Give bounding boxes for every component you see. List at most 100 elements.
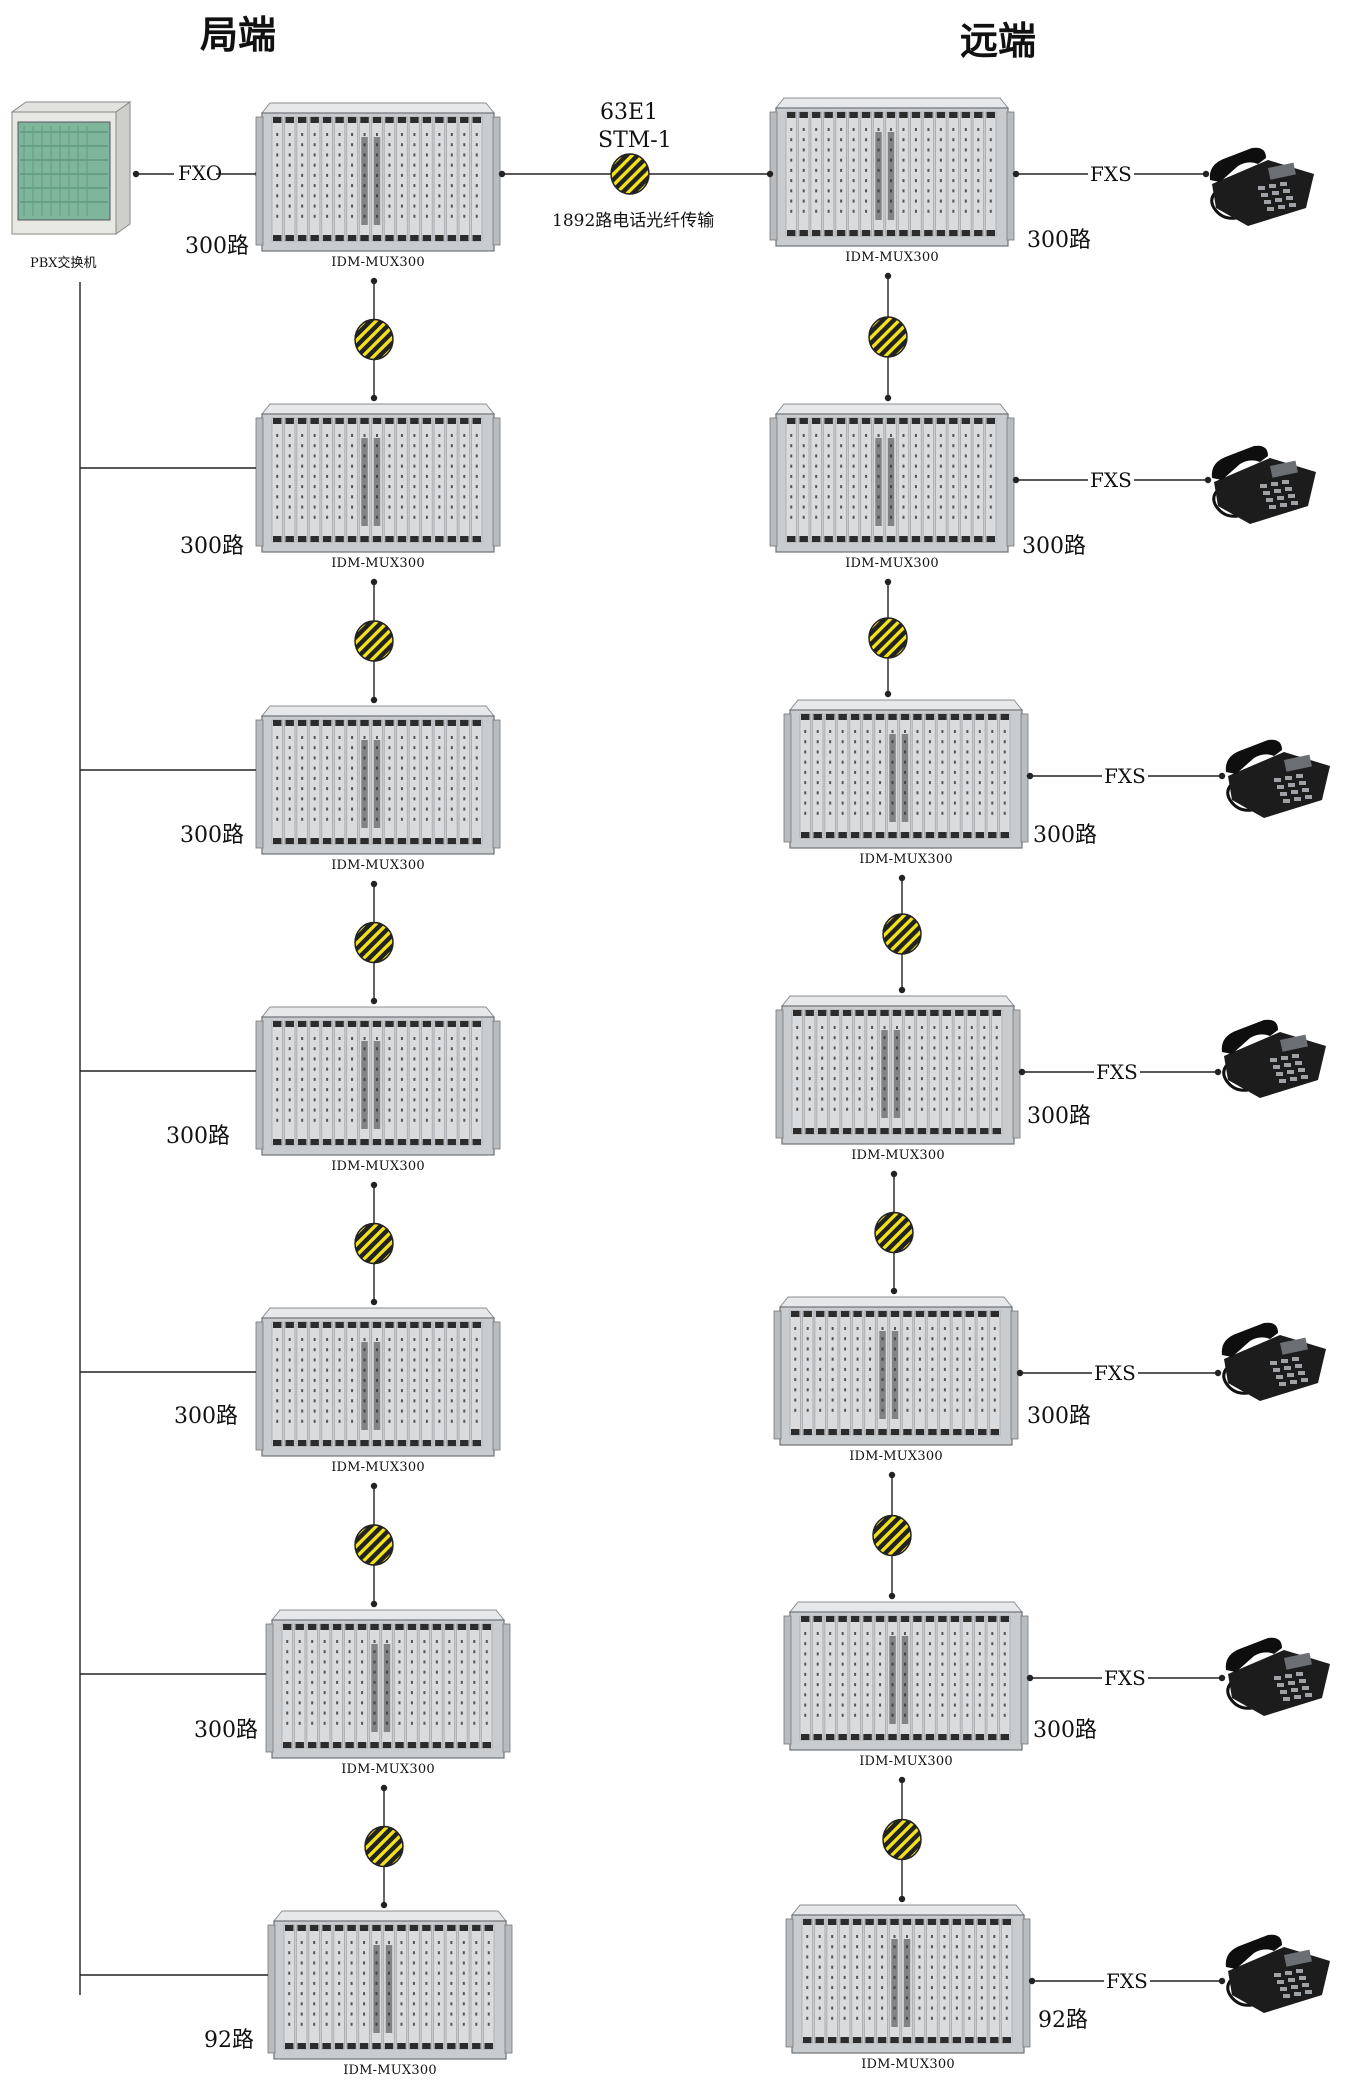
junction-dot <box>898 986 906 994</box>
remote-mux-model-label: IDM-MUX300 <box>849 1449 943 1464</box>
junction-dot <box>498 170 506 178</box>
local-side-header: 局端 <box>200 13 277 57</box>
junction-dot <box>1204 476 1212 484</box>
trunk-fiber-connector-icon <box>610 153 650 195</box>
junction-dot <box>898 874 906 882</box>
local-fiber-connector-icon <box>354 921 394 964</box>
junction-dot <box>898 1776 906 1784</box>
remote-channel-count: 300路 <box>1033 823 1097 848</box>
remote-mux-model-label: IDM-MUX300 <box>861 2057 955 2072</box>
remote-mux-chassis <box>773 1296 1019 1446</box>
remote-mux-model-label: IDM-MUX300 <box>845 556 939 571</box>
junction-dot <box>1018 1068 1026 1076</box>
junction-dot <box>1012 170 1020 178</box>
remote-mux-model-label: IDM-MUX300 <box>859 852 953 867</box>
junction-dot <box>1026 1674 1034 1682</box>
local-mux-model-label: IDM-MUX300 <box>331 1460 425 1475</box>
local-mux-chassis <box>255 705 501 855</box>
local-channel-count: 92路 <box>204 2028 254 2053</box>
desk-phone-icon <box>1211 445 1316 524</box>
local-mux-model-label: IDM-MUX300 <box>331 556 425 571</box>
junction-dot <box>1218 1674 1226 1682</box>
remote-fiber-connector-icon <box>874 1211 914 1254</box>
remote-mux-model-label: IDM-MUX300 <box>859 1754 953 1769</box>
local-mux-model-label: IDM-MUX300 <box>331 858 425 873</box>
junction-dot <box>884 272 892 280</box>
junction-dot <box>1012 476 1020 484</box>
local-mux-model-label: IDM-MUX300 <box>331 255 425 270</box>
junction-dot <box>884 394 892 402</box>
junction-dot <box>766 170 774 178</box>
remote-mux-chassis <box>783 1601 1029 1751</box>
trunk-note: 1892路电话光纤传输 <box>552 211 715 231</box>
remote-fiber-connector-icon <box>868 617 908 659</box>
fxo-label: FXO <box>176 161 225 185</box>
desk-phone-icon <box>1221 1019 1326 1098</box>
remote-mux-chassis <box>785 1904 1031 2054</box>
remote-fiber-connector-icon <box>872 1514 912 1557</box>
junction-dot <box>370 880 378 888</box>
local-fiber-connector-icon <box>354 620 394 662</box>
trunk-label-stm1: STM-1 <box>598 128 672 153</box>
junction-dot <box>370 1482 378 1490</box>
local-mux-chassis <box>255 102 501 252</box>
local-channel-count: 300路 <box>166 1124 230 1149</box>
junction-dot <box>370 1600 378 1608</box>
junction-dot <box>1026 772 1034 780</box>
remote-fiber-connector-icon <box>868 316 908 358</box>
junction-dot <box>370 1181 378 1189</box>
junction-dot <box>370 277 378 285</box>
junction-dot <box>884 578 892 586</box>
junction-dot <box>380 1784 388 1792</box>
remote-mux-chassis <box>769 97 1015 247</box>
remote-mux-chassis <box>775 995 1021 1145</box>
fxs-label: FXS <box>1088 162 1134 186</box>
local-mux-model-label: IDM-MUX300 <box>331 1159 425 1174</box>
junction-dot <box>888 1471 896 1479</box>
remote-mux-model-label: IDM-MUX300 <box>845 250 939 265</box>
junction-dot <box>1214 1068 1222 1076</box>
local-fiber-connector-icon <box>354 1222 394 1265</box>
local-channel-count: 300路 <box>185 234 249 259</box>
junction-dot <box>370 696 378 704</box>
remote-mux-model-label: IDM-MUX300 <box>851 1148 945 1163</box>
local-channel-count: 300路 <box>174 1404 238 1429</box>
remote-channel-count: 300路 <box>1027 1104 1091 1129</box>
remote-channel-count: 300路 <box>1033 1718 1097 1743</box>
local-mux-chassis <box>255 1006 501 1156</box>
local-mux-model-label: IDM-MUX300 <box>343 2063 437 2078</box>
desk-phone-icon <box>1225 739 1330 818</box>
junction-dot <box>370 394 378 402</box>
junction-dot <box>370 1298 378 1306</box>
local-fiber-connector-icon <box>364 1825 404 1868</box>
local-mux-chassis <box>255 403 501 553</box>
trunk-label-63e1: 63E1 <box>600 100 659 125</box>
junction-dot <box>1218 1977 1226 1985</box>
remote-fiber-connector-icon <box>882 1818 922 1861</box>
remote-mux-chassis <box>769 403 1015 553</box>
local-mux-chassis <box>267 1910 513 2060</box>
remote-mux-chassis <box>783 699 1029 849</box>
remote-channel-count: 300路 <box>1022 534 1086 559</box>
remote-channel-count: 300路 <box>1027 1404 1091 1429</box>
junction-dot <box>1028 1977 1036 1985</box>
fxs-label: FXS <box>1092 1361 1138 1385</box>
fxs-label: FXS <box>1102 764 1148 788</box>
remote-fiber-connector-icon <box>882 913 922 955</box>
local-channel-count: 300路 <box>180 823 244 848</box>
junction-dot <box>1218 772 1226 780</box>
local-fiber-connector-icon <box>354 1524 394 1566</box>
junction-dot <box>1214 1369 1222 1377</box>
remote-channel-count: 300路 <box>1027 228 1091 253</box>
junction-dot <box>888 1592 896 1600</box>
local-mux-model-label: IDM-MUX300 <box>341 1762 435 1777</box>
junction-dot <box>890 1287 898 1295</box>
local-mux-chassis <box>255 1307 501 1457</box>
fxs-label: FXS <box>1094 1060 1140 1084</box>
local-mux-chassis <box>265 1609 511 1759</box>
pbx-cabinet-icon <box>10 101 132 235</box>
remote-side-header: 远端 <box>960 19 1037 63</box>
junction-dot <box>890 1170 898 1178</box>
